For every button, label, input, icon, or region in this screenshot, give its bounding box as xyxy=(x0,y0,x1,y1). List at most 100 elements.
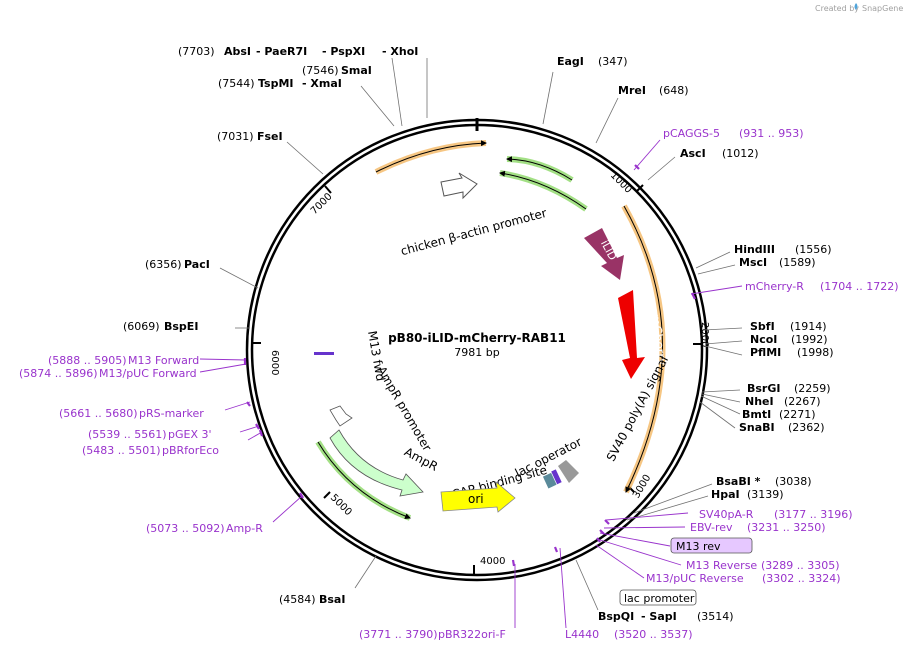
enzyme-sbfi-pos: (1914) xyxy=(790,320,827,333)
enzyme-bmti-pos: (2271) xyxy=(779,408,816,421)
tick-5000: 5000 xyxy=(328,492,354,518)
primer-ampr-name[interactable]: Amp-R xyxy=(226,522,263,535)
enzyme-bspei-name[interactable]: BspEI xyxy=(164,320,198,333)
primer-ebvrev-range: (3231 .. 3250) xyxy=(747,521,826,534)
tick-2000: 2000 xyxy=(699,322,710,347)
enzyme-nhei-name[interactable]: NheI xyxy=(745,395,774,408)
primer-marks xyxy=(243,164,696,567)
ampr-arrow[interactable] xyxy=(329,429,424,497)
enzyme-snabi-pos: (2362) xyxy=(788,421,825,434)
enzyme-absi-name[interactable]: AbsI xyxy=(224,45,251,58)
enzyme-fsei-name[interactable]: FseI xyxy=(257,130,283,143)
ori-arrow[interactable] xyxy=(440,480,516,513)
enzyme-paci-name[interactable]: PacI xyxy=(184,258,210,271)
primer-pcaggs5-name[interactable]: pCAGGS-5 xyxy=(663,127,720,140)
enzyme-asci-name[interactable]: AscI xyxy=(680,147,706,160)
lac-promoter-box[interactable] xyxy=(619,589,697,606)
primer-sv40par-name[interactable]: SV40pA-R xyxy=(699,508,754,521)
primer-ampr-range: (5073 .. 5092) xyxy=(146,522,225,535)
lac-operator-block[interactable] xyxy=(542,472,557,489)
primer-pbr322orif-range: (3771 .. 3790) xyxy=(359,628,438,641)
primer-m13forward-range: (5888 .. 5905) xyxy=(48,354,127,367)
primer-mcherryr-range: (1704 .. 1722) xyxy=(820,280,899,293)
lac-promoter-label: lac promoter xyxy=(624,592,695,605)
enzyme-smai-name[interactable]: SmaI xyxy=(341,64,372,77)
enzyme-paci-pos: (6356) xyxy=(145,258,182,271)
credit-brand: SnapGene xyxy=(862,4,903,13)
green-feature-arc-2[interactable] xyxy=(499,170,588,212)
primer-prsmarker-name[interactable]: pRS-marker xyxy=(139,407,204,420)
primer-ebvrev-name[interactable]: EBV-rev xyxy=(690,521,733,534)
enzyme-hpai-pos: (3139) xyxy=(747,488,784,501)
enzyme-pspxi-name[interactable]: - PspXI xyxy=(322,45,365,58)
enzyme-mrei-name[interactable]: MreI xyxy=(618,84,646,97)
enzyme-hpai-name[interactable]: HpaI xyxy=(711,488,740,501)
enzyme-bsabi-name[interactable]: BsaBI * xyxy=(716,475,761,488)
primer-m13pucforward-name[interactable]: M13/pUC Forward xyxy=(99,367,197,380)
enzyme-bsabi-pos: (3038) xyxy=(775,475,812,488)
primer-sv40par-range: (3177 .. 3196) xyxy=(774,508,853,521)
primer-labels: pCAGGS-5 (931 .. 953) mCherry-R (1704 ..… xyxy=(19,127,899,641)
enzyme-pflmi-name[interactable]: PflMI xyxy=(750,346,781,359)
enzyme-bsrgi-name[interactable]: BsrGI xyxy=(747,382,780,395)
primer-pbr322orif-name[interactable]: pBR322ori-F xyxy=(438,628,506,641)
enzyme-msci-name[interactable]: MscI xyxy=(739,256,767,269)
enzyme-eagi-pos: (347) xyxy=(598,55,628,68)
feature-chicken-actin-label: chicken β-actin promoter xyxy=(399,206,548,259)
tick-4000: 4000 xyxy=(480,556,505,567)
enzyme-bsai-pos: (4584) xyxy=(279,593,316,606)
enzyme-fsei-pos: (7031) xyxy=(217,130,254,143)
enzyme-sapi-name[interactable]: - SapI xyxy=(641,610,677,623)
enzyme-tspmi-pos: (7544) xyxy=(218,77,255,90)
sv40-polya-block[interactable] xyxy=(558,460,579,483)
primer-mcherryr-name[interactable]: mCherry-R xyxy=(745,280,804,293)
enzyme-hindiii-name[interactable]: HindIII xyxy=(734,243,775,256)
primer-m13rev-box[interactable] xyxy=(670,537,753,554)
m13-fwd-mark[interactable] xyxy=(314,352,334,355)
primer-m13reverse-name[interactable]: M13 Reverse xyxy=(686,559,757,572)
cap-binding-site-block[interactable] xyxy=(551,469,562,485)
enzyme-eagi-name[interactable]: EagI xyxy=(557,55,584,68)
enzyme-paer7i-name[interactable]: - PaeR7I xyxy=(256,45,307,58)
enzyme-bsai-name[interactable]: BsaI xyxy=(319,593,345,606)
enzyme-msci-pos: (1589) xyxy=(779,256,816,269)
primer-m13pucforward-range: (5874 .. 5896) xyxy=(19,367,98,380)
ilid-arrow[interactable] xyxy=(584,228,624,280)
primer-m13forward-name[interactable]: M13 Forward xyxy=(128,354,199,367)
primer-pbrforeco-name[interactable]: pBRforEco xyxy=(162,444,219,457)
primer-m13rev-name: M13 rev xyxy=(676,540,721,553)
primer-pbrforeco-range: (5483 .. 5501) xyxy=(82,444,161,457)
primer-l4440-name[interactable]: L4440 xyxy=(565,628,599,641)
chicken-actin-promoter-arrow[interactable] xyxy=(440,172,478,200)
enzyme-ncoi-name[interactable]: NcoI xyxy=(750,333,777,346)
enzyme-hindiii-pos: (1556) xyxy=(795,243,832,256)
enzyme-bsrgi-pos: (2259) xyxy=(794,382,831,395)
plasmid-name: pB80-iLID-mCherry-RAB11 xyxy=(388,331,566,345)
enzyme-smai-pos: (7546) xyxy=(302,64,339,77)
tick-6000: 6000 xyxy=(269,350,280,375)
enzyme-labels: (7703) AbsI - PaeR7I - PspXI - XhoI (754… xyxy=(123,45,834,623)
primer-pcaggs5-range: (931 .. 953) xyxy=(739,127,804,140)
mcherry-arrow[interactable] xyxy=(618,290,645,379)
enzyme-leader-lines xyxy=(219,57,743,611)
primer-pgex3-name[interactable]: pGEX 3' xyxy=(168,428,212,441)
enzyme-xhoi-name[interactable]: - XhoI xyxy=(382,45,418,58)
enzyme-ncoi-pos: (1992) xyxy=(791,333,828,346)
enzyme-bspqi-name[interactable]: BspQI xyxy=(598,610,634,623)
enzyme-tspmi-name[interactable]: TspMI xyxy=(258,77,294,90)
plasmid-size: 7981 bp xyxy=(454,346,499,359)
enzyme-bmti-name[interactable]: BmtI xyxy=(742,408,771,421)
enzyme-xmai-name[interactable]: - XmaI xyxy=(302,77,342,90)
ampr-promoter-arrow[interactable] xyxy=(329,405,353,427)
primer-leader-lines xyxy=(199,139,743,629)
enzyme-snabi-name[interactable]: SnaBI xyxy=(739,421,775,434)
enzyme-pflmi-pos: (1998) xyxy=(797,346,834,359)
enzyme-mrei-pos: (648) xyxy=(659,84,689,97)
enzyme-absi-pos: (7703) xyxy=(178,45,215,58)
primer-m13pucreverse-range: (3302 .. 3324) xyxy=(762,572,841,585)
enzyme-sbfi-name[interactable]: SbfI xyxy=(750,320,775,333)
enzyme-bspei-pos: (6069) xyxy=(123,320,160,333)
primer-m13pucreverse-name[interactable]: M13/pUC Reverse xyxy=(646,572,744,585)
chicken-actin-promoter-arc[interactable] xyxy=(374,140,487,175)
